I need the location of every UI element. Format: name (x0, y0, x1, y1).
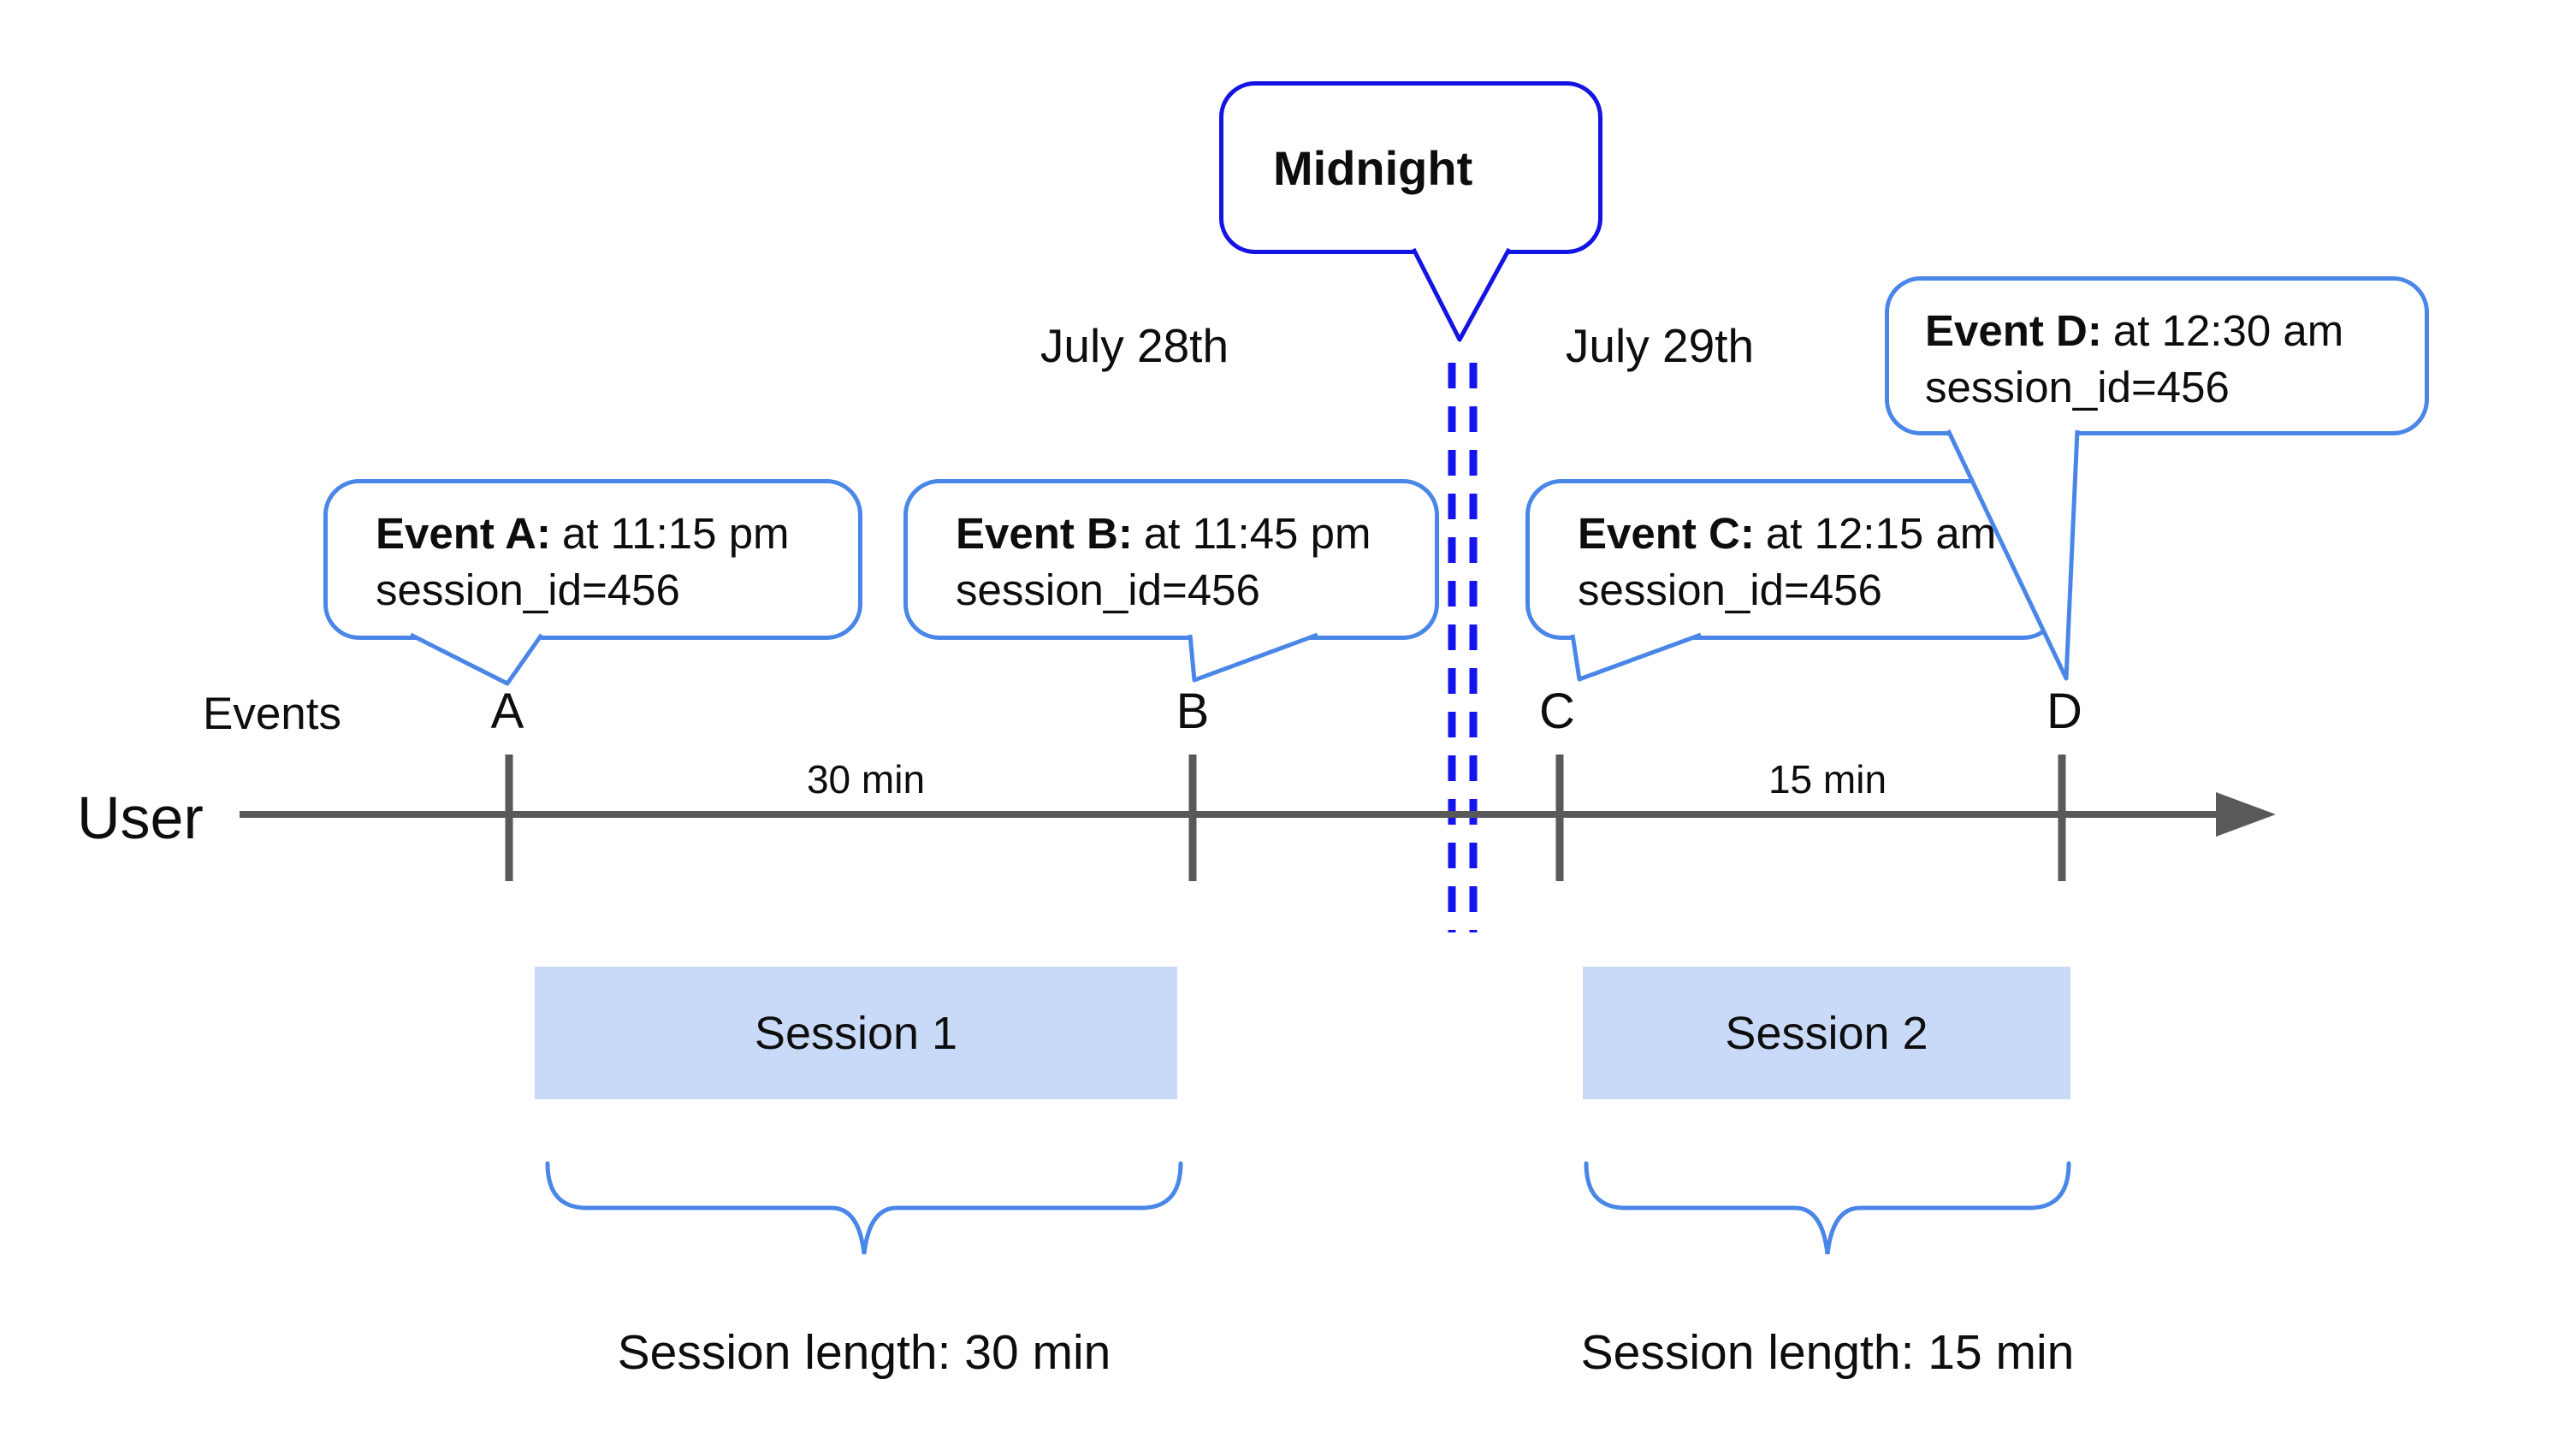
tick-label-d: D (2047, 684, 2082, 739)
interval-label-15min: 15 min (1768, 757, 1887, 802)
session-2-brace (1584, 1161, 2071, 1255)
tick-label-c: C (1539, 684, 1575, 739)
event-c-line1: Event C:at 12:15 am (1578, 506, 2029, 562)
midnight-callout-tail (1411, 247, 1512, 342)
tick-label-a: A (490, 684, 524, 739)
timeline-arrowhead-icon (2216, 792, 2276, 837)
session-1-length-label: Session length: 30 min (617, 1325, 1111, 1380)
event-d-callout: Event D:at 12:30 am session_id=456 (1885, 276, 2429, 435)
event-b-detail: session_id=456 (956, 565, 1260, 614)
event-a-callout-tail (409, 632, 544, 686)
session-2-label: Session 2 (1725, 1007, 1928, 1059)
event-b-text: Event B:at 11:45 pm session_id=456 (908, 483, 1435, 619)
event-a-time: at 11:15 pm (561, 509, 790, 558)
session-1-label: Session 1 (754, 1007, 958, 1059)
event-b-time: at 11:45 pm (1143, 509, 1371, 558)
midnight-label: Midnight (1273, 140, 1473, 195)
event-a-title: Event A: (376, 509, 551, 558)
session-2-box: Session 2 (1583, 967, 2070, 1099)
date-label-july-28: July 28th (1040, 319, 1229, 372)
event-d-detail: session_id=456 (1925, 363, 2230, 411)
session-1-brace (545, 1161, 1183, 1255)
interval-label-30min: 30 min (806, 757, 926, 802)
event-d-title: Event D: (1925, 306, 2102, 355)
event-a-detail: session_id=456 (376, 565, 680, 614)
events-axis-label: Events (202, 689, 342, 739)
user-row-label: User (77, 784, 204, 851)
event-a-line1: Event A:at 11:15 pm (376, 506, 832, 562)
event-b-callout: Event B:at 11:45 pm session_id=456 (903, 479, 1439, 640)
event-d-line1: Event D:at 12:30 am (1925, 303, 2399, 359)
midnight-callout: Midnight (1219, 81, 1602, 254)
event-b-line1: Event B:at 11:45 pm (956, 506, 1409, 562)
event-c-text: Event C:at 12:15 am session_id=456 (1530, 483, 2055, 619)
event-d-time: at 12:30 am (2112, 306, 2344, 355)
event-c-callout-tail (1570, 632, 1702, 682)
event-c-callout: Event C:at 12:15 am session_id=456 (1525, 479, 2059, 640)
event-a-text: Event A:at 11:15 pm session_id=456 (328, 483, 858, 619)
event-a-callout: Event A:at 11:15 pm session_id=456 (323, 479, 862, 640)
session-1-box: Session 1 (535, 967, 1177, 1099)
event-d-text: Event D:at 12:30 am session_id=456 (1889, 281, 2425, 416)
event-c-detail: session_id=456 (1578, 565, 1882, 614)
event-b-callout-tail (1188, 632, 1318, 683)
event-c-time: at 12:15 am (1765, 509, 1997, 558)
event-c-title: Event C: (1578, 509, 1755, 558)
event-b-title: Event B: (956, 509, 1133, 558)
session-2-length-label: Session length: 15 min (1580, 1325, 2075, 1380)
date-label-july-29: July 29th (1565, 319, 1755, 372)
tick-label-b: B (1176, 684, 1210, 739)
